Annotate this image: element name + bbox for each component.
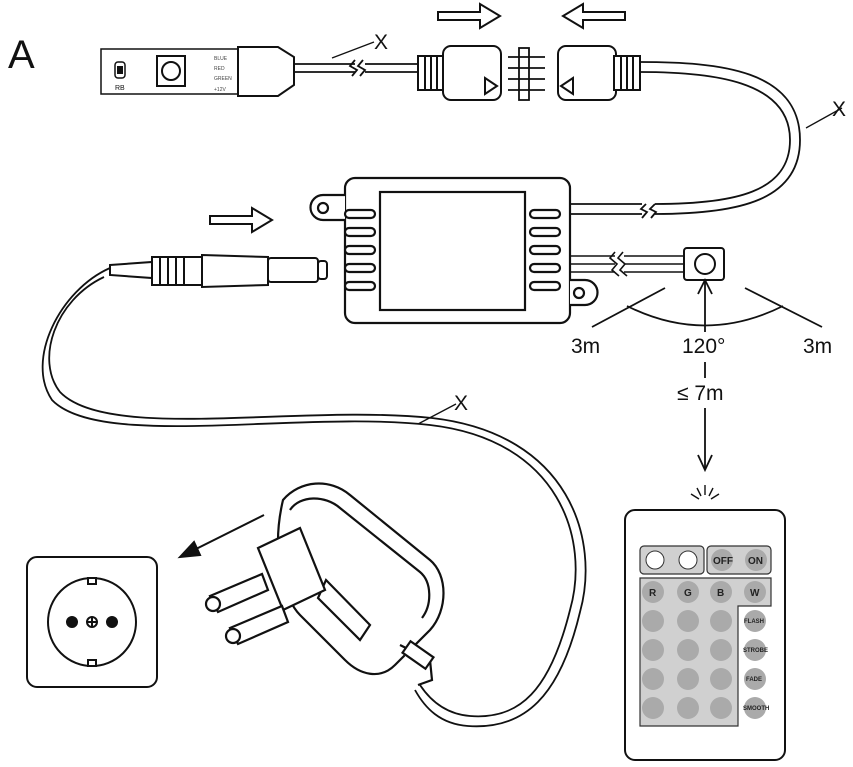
connector-left [417, 45, 502, 101]
cable-mark-label: X [832, 98, 846, 121]
arrow-right-icon [437, 2, 502, 30]
dc-plug [109, 253, 328, 289]
figure-label: A [8, 33, 35, 77]
pin-label: RED [214, 66, 225, 72]
off-button[interactable] [711, 549, 733, 571]
angle-label: 120° [682, 335, 725, 358]
mode-button-label: STROBE [743, 648, 768, 654]
on-button[interactable] [745, 549, 767, 571]
reception-angle [591, 277, 823, 473]
pin-adapter [508, 47, 545, 101]
off-button-label: OFF [713, 556, 733, 567]
color-button-b[interactable] [710, 581, 732, 603]
color-grid[interactable] [642, 610, 732, 719]
cable-mark-label: X [374, 31, 388, 54]
mode-button-label: SMOOTH [743, 706, 769, 712]
mode-button-strobe[interactable] [744, 639, 766, 661]
mode-button-smooth[interactable] [744, 697, 766, 719]
ir-signal-icon [690, 485, 720, 500]
controller-box [309, 176, 599, 325]
remote-control: OFF ON R G B W FLASH STROBE FADE SMOOTH [624, 509, 786, 761]
color-button-w[interactable] [744, 581, 766, 603]
ir-receiver [683, 247, 725, 281]
brightness-up-icon[interactable] [645, 550, 665, 570]
connector-right [557, 45, 641, 101]
arrow-to-socket-icon [177, 514, 265, 559]
color-button-g[interactable] [677, 581, 699, 603]
strip-cable [294, 59, 420, 77]
cable-mark-label: X [454, 392, 468, 415]
color-button-label: W [750, 588, 760, 599]
power-cable [41, 267, 587, 728]
color-button-label: R [649, 588, 657, 599]
mode-button-label: FADE [746, 677, 762, 683]
strip-label: RB [115, 85, 125, 92]
mode-button-flash[interactable] [744, 610, 766, 632]
range-right-label: 3m [803, 335, 832, 358]
pin-label: +12V [214, 87, 226, 93]
distance-label: ≤ 7m [677, 382, 724, 405]
pin-label: BLUE [214, 56, 228, 62]
strip-plug [237, 46, 295, 97]
mode-button-label: FLASH [744, 619, 764, 625]
arrow-left-icon [561, 2, 626, 30]
cable-mark [331, 41, 843, 425]
range-left-label: 3m [571, 335, 600, 358]
ir-wire [570, 251, 684, 277]
on-button-label: ON [748, 556, 763, 567]
arrow-right-icon [209, 206, 274, 234]
color-button-label: G [684, 588, 692, 599]
pin-label: GREEN [214, 76, 232, 82]
wall-socket [26, 556, 158, 688]
brightness-down-icon[interactable] [678, 550, 698, 570]
led-strip: RB BLUE RED GREEN +12V [100, 48, 243, 95]
color-button-r[interactable] [642, 581, 664, 603]
power-adapter [204, 482, 445, 687]
controller-output-cable [570, 61, 801, 219]
mode-button-fade[interactable] [744, 668, 766, 690]
color-button-label: B [717, 588, 724, 599]
